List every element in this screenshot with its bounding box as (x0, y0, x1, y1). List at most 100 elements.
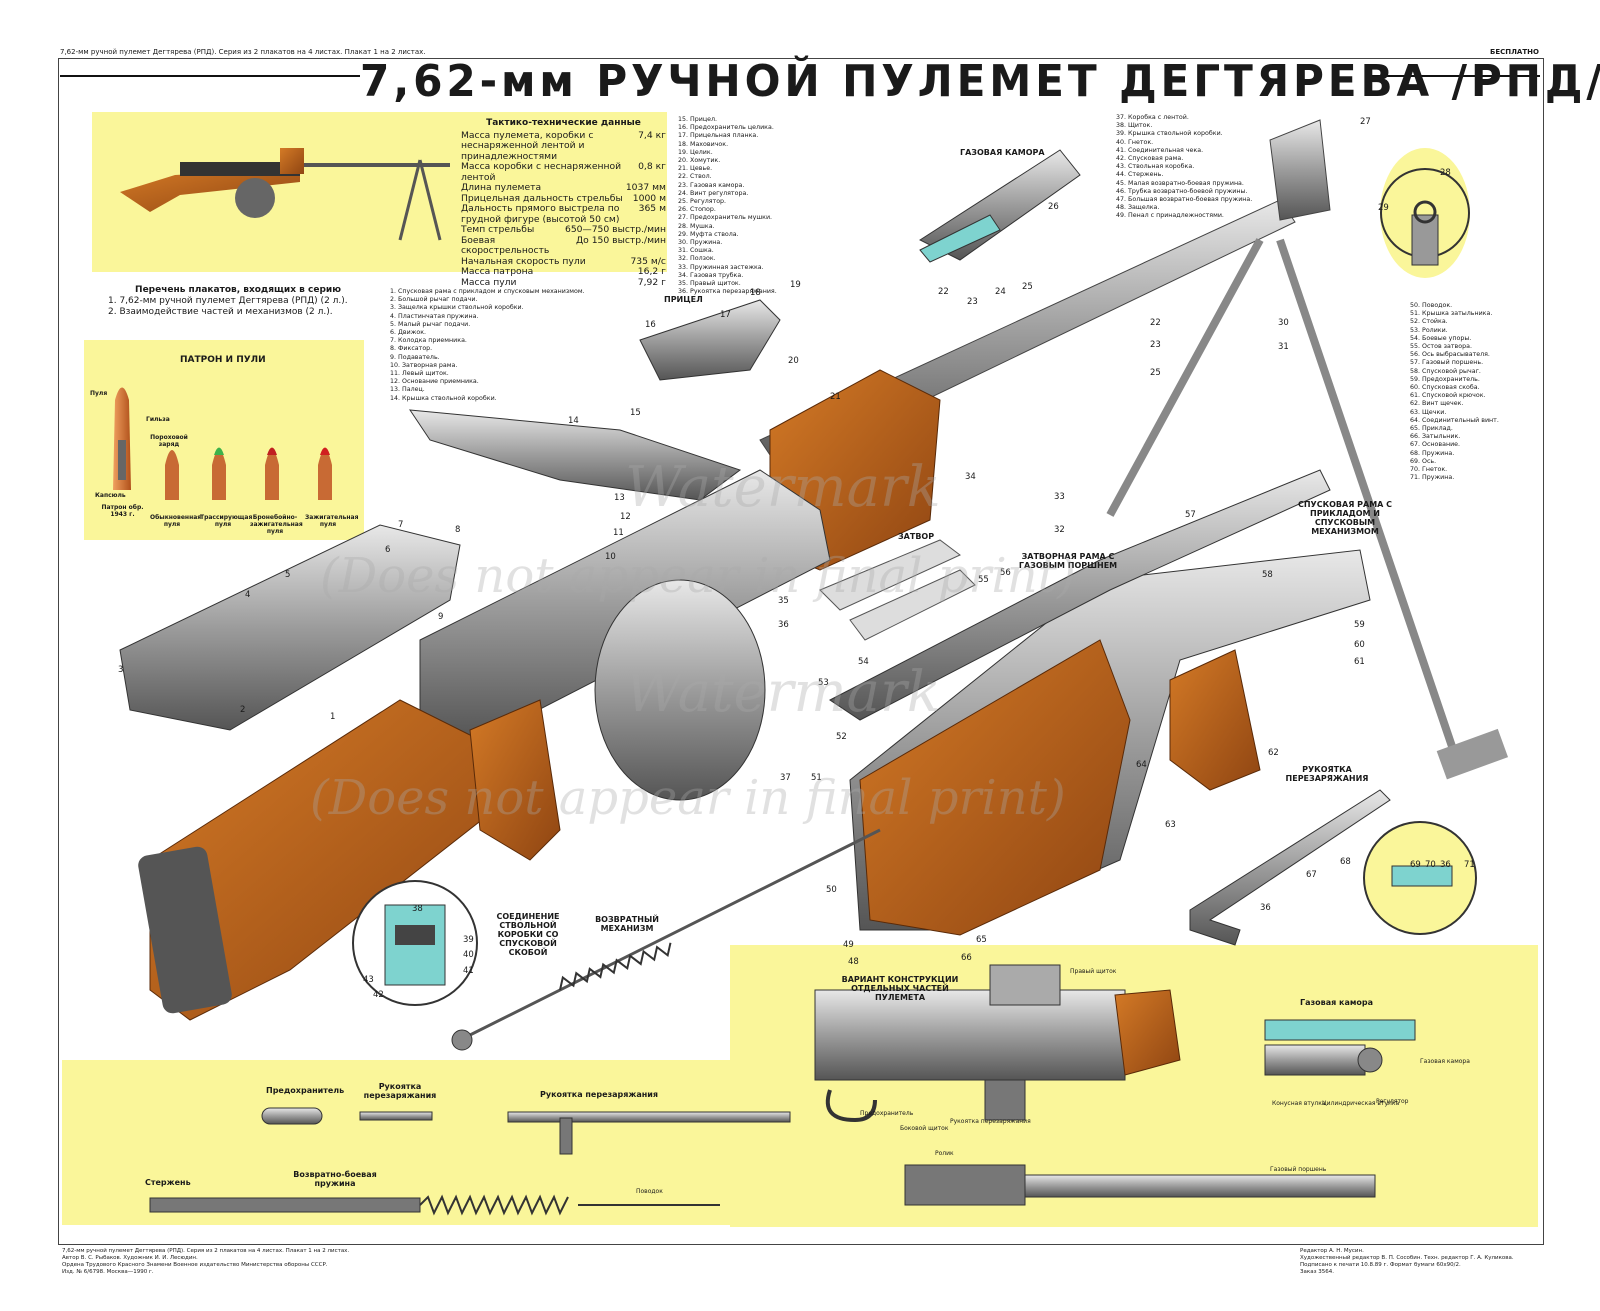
legend-item: 42. Спусковая рама. (1116, 155, 1184, 163)
label-sight: ПРИЦЕЛ (664, 295, 703, 304)
label-return-mechanism: ВОЗВРАТНЫЙ МЕХАНИЗМ (595, 915, 659, 933)
legend-item: 1. Спусковая рама с прикладом и спусковы… (390, 288, 585, 295)
legend-parts-15-36: 15. Прицел.16. Предохранитель целика.17.… (678, 116, 777, 296)
callout-number: 24 (995, 287, 1006, 297)
spec-label: Темп стрельбы (461, 224, 535, 235)
callout-number: 54 (858, 657, 869, 667)
poster-list-item: 1. 7,62-мм ручной пулемет Дегтярева (РПД… (108, 296, 348, 306)
legend-item: 33. Пружинная застежка. (678, 263, 764, 271)
callout-number: 50 (826, 885, 837, 895)
variant-label: Боковой щиток (900, 1125, 949, 1132)
legend-item: 66. Затыльник. (1410, 433, 1461, 441)
cartridge-label: Бронебойно-зажигательная пуля (250, 514, 303, 535)
legend-item: 29. Муфта ствола. (678, 230, 739, 238)
label-trigger-frame: СПУСКОВАЯ РАМА С ПРИКЛАДОМ И СПУСКОВЫМ М… (1297, 500, 1393, 536)
spec-value: 1037 мм (625, 182, 666, 193)
title-rule-right (1368, 75, 1540, 77)
legend-item: 69. Ось. (1410, 457, 1437, 465)
callout-number: 38 (412, 904, 423, 914)
callout-number: 51 (811, 773, 822, 783)
cartridge-label: Капсюль (95, 492, 126, 499)
legend-item: 11. Левый щиток. (390, 370, 449, 378)
legend-item: 62. Винт щечек. (1410, 400, 1464, 408)
callout-number: 7 (398, 520, 404, 530)
legend-item: 50. Поводок. (1410, 302, 1453, 309)
legend-item: 52. Стойка. (1410, 318, 1448, 326)
connection-detail (352, 880, 478, 1006)
spec-label: Масса патрона (461, 266, 534, 277)
callout-number: 61 (1354, 657, 1365, 667)
variant-gas-label: Цилиндрическая втулка (1322, 1100, 1400, 1107)
legend-item: 38. Щиток. (1116, 122, 1153, 130)
legend-item: 21. Цевье. (678, 165, 713, 173)
callout-number: 32 (1054, 525, 1065, 535)
specs-row: Темп стрельбы 650—750 выстр./мин (461, 224, 666, 236)
footer-line: Редактор А. Н. Мусин. (1300, 1248, 1364, 1254)
callout-number: 23 (1150, 340, 1161, 350)
callout-number: 20 (788, 356, 799, 366)
bottom-safety-label: Предохранитель (266, 1086, 345, 1095)
legend-item: 64. Соединительный винт. (1410, 416, 1499, 424)
cartridge-panel (84, 340, 364, 540)
callout-number: 48 (848, 957, 859, 967)
callout-number: 35 (778, 596, 789, 606)
legend-item: 6. Движок. (390, 329, 427, 337)
legend-parts-37-49: 37. Коробка с лентой.38. Щиток.39. Крышк… (1116, 114, 1252, 221)
legend-item: 45. Малая возвратно-боевая пружина. (1116, 179, 1244, 187)
gas-chamber-detail (918, 149, 1081, 263)
callout-number: 11 (613, 528, 624, 538)
legend-item: 15. Прицел. (678, 116, 718, 123)
spec-value: 0,8 кг (638, 161, 666, 172)
label-connection: СОЕДИНЕНИЕ СТВОЛЬНОЙ КОРОБКИ СО СПУСКОВО… (496, 912, 560, 957)
spec-label: Длина пулемета (461, 182, 542, 193)
callout-number: 26 (1048, 202, 1059, 212)
callout-number: 49 (843, 940, 854, 950)
spec-value: 16,2 г (637, 266, 666, 277)
variant-gas-heading: Газовая камора (1300, 998, 1374, 1007)
callout-number: 65 (976, 935, 987, 945)
spec-value: 650—750 выстр./мин (564, 224, 666, 235)
callout-number: 23 (967, 297, 978, 307)
footer-line: Изд. № 6/6798. Москва—1990 г. (62, 1269, 154, 1275)
legend-item: 40. Гнеток. (1116, 138, 1154, 146)
footer-line: 7,62-мм ручной пулемет Дегтярева (РПД). … (62, 1248, 350, 1254)
handle-circle-detail (1363, 821, 1477, 935)
callout-number: 17 (720, 310, 731, 320)
header-note: 7,62-мм ручной пулемет Дегтярева (РПД). … (60, 48, 426, 56)
legend-item: 67. Основание. (1410, 441, 1461, 449)
legend-item: 10. Затворная рама. (390, 361, 458, 369)
spec-label: Масса коробки с неснаряженной лентой (461, 161, 622, 183)
callout-number: 55 (978, 575, 989, 585)
spec-value: До 150 выстр./мин (575, 234, 666, 246)
legend-item: 43. Ствольная коробка. (1116, 163, 1195, 171)
legend-item: 18. Маховичок. (678, 140, 729, 148)
spec-label: Начальная скорость пули (461, 255, 586, 267)
legend-parts-1-14: 1. Спусковая рама с прикладом и спусковы… (390, 288, 585, 403)
legend-item: 32. Ползок. (678, 255, 716, 263)
legend-item: 55. Остов затвора. (1410, 343, 1472, 351)
callout-number: 27 (1360, 117, 1371, 127)
spec-value: 7,4 кг (638, 129, 666, 141)
cartridge-label: Зажигательная пуля (305, 514, 359, 528)
legend-item: 61. Спусковой крючок. (1410, 392, 1486, 400)
legend-item: 20. Хомутик. (678, 157, 721, 165)
callout-number: 16 (645, 320, 656, 330)
variant-label: Предохранитель (860, 1110, 914, 1117)
callout-number: 34 (965, 472, 976, 482)
legend-parts-50-71: 50. Поводок.51. Крышка затыльника.52. Ст… (1410, 302, 1499, 482)
callout-number: 42 (373, 990, 384, 1000)
feed-cover-parts (119, 524, 461, 731)
variant-heading: ВАРИАНТ КОНСТРУКЦИИ ОТДЕЛЬНЫХ ЧАСТЕЙ ПУЛ… (841, 975, 959, 1002)
legend-item: 2. Большой рычаг подачи. (390, 296, 478, 304)
callout-number: 71 (1464, 860, 1475, 870)
legend-item: 5. Малый рычаг подачи. (390, 320, 471, 328)
legend-item: 14. Крышка ствольной коробки. (390, 394, 497, 402)
poster-list-heading: Перечень плакатов, входящих в серию (135, 285, 341, 295)
spec-label: Масса пулемета, коробки с неснаряженной … (461, 129, 594, 162)
callout-number: 52 (836, 732, 847, 742)
callout-number: 37 (780, 773, 791, 783)
spec-label: Прицельная дальность стрельбы (461, 192, 623, 204)
variant-roller-label: Ролик (935, 1150, 954, 1157)
trigger-frame-assembly (849, 549, 1371, 936)
